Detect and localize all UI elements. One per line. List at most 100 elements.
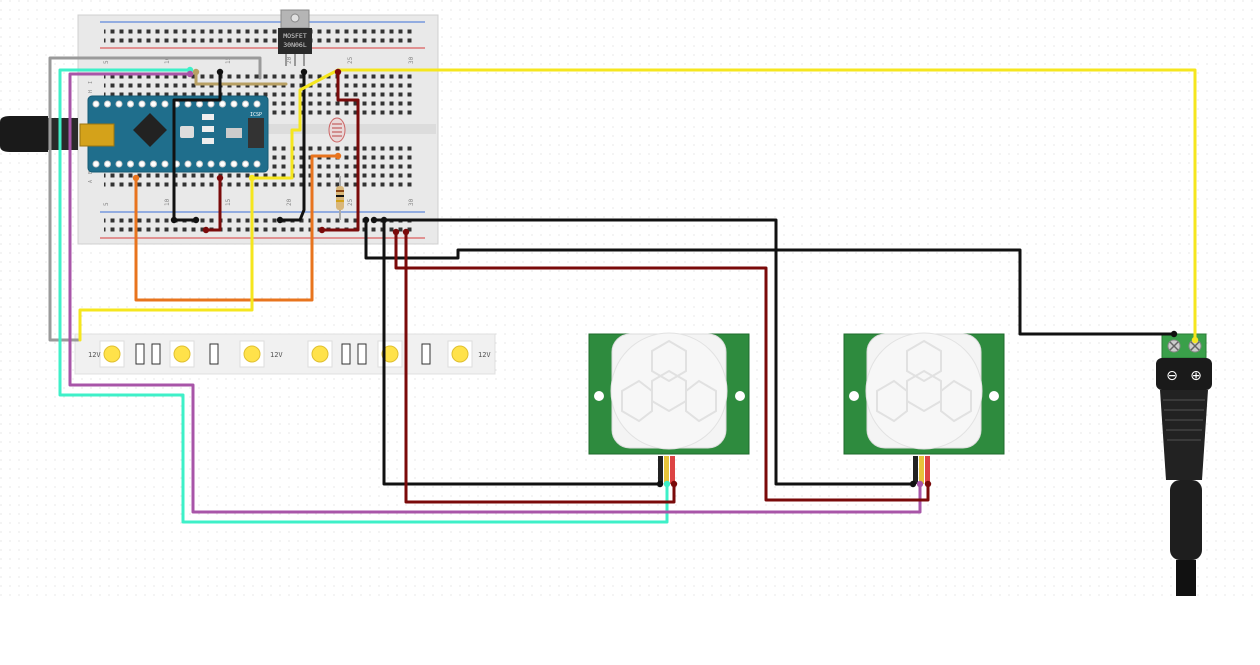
red-wire-photoresistor: [320, 70, 360, 232]
wire-endpoint: [334, 68, 342, 76]
teal-wire: [58, 68, 669, 524]
nano-pin: [115, 160, 123, 168]
led-resistor: [209, 343, 219, 365]
nano-pin: [230, 100, 238, 108]
icsp-label: ICSP: [250, 112, 262, 118]
nano-pin: [127, 160, 134, 168]
led-chip: [173, 345, 191, 363]
breadboard-number: 20: [286, 198, 293, 206]
yellow-wire-power: [250, 68, 1197, 342]
nano-pin: [92, 100, 100, 108]
wire-endpoint: [370, 216, 378, 224]
led-resistor: [357, 343, 367, 365]
dc-power-jack: ⊖ ⊕: [1156, 333, 1212, 596]
resistor: [336, 176, 344, 220]
nano-pin: [219, 100, 226, 108]
nano-pin: [138, 160, 146, 168]
breadboard-number: 5: [103, 60, 110, 64]
photoresistor: [328, 117, 346, 143]
mosfet-label-line2: 30N06L: [283, 41, 307, 49]
wire-endpoint: [318, 226, 326, 234]
nano-pin: [196, 160, 203, 168]
wire-endpoint: [663, 480, 671, 488]
wire-endpoint: [1191, 336, 1199, 344]
reset-button: [180, 126, 194, 138]
wires: [48, 56, 1197, 524]
breadboard-number: 20: [286, 56, 293, 64]
nano-pin: [150, 100, 157, 108]
nano-pin: [207, 160, 215, 168]
nano-pin: [104, 100, 111, 108]
purple-wire: [68, 72, 922, 514]
wire-endpoint: [1170, 330, 1178, 338]
wire-endpoint: [300, 68, 308, 76]
led-strip-label-right: 12V: [478, 351, 491, 359]
tan-wire: [194, 70, 288, 86]
wire-endpoint: [216, 174, 224, 182]
nano-pin: [242, 100, 249, 108]
nano-pin: [242, 160, 249, 168]
nano-pin: [207, 100, 215, 108]
wire-endpoint: [670, 480, 678, 488]
wire-endpoint: [170, 216, 178, 224]
wire-endpoint: [186, 70, 194, 78]
wire-endpoint: [909, 480, 917, 488]
breadboard-number: 10: [164, 56, 171, 64]
wire-endpoint: [132, 174, 140, 182]
breadboard-number: 30: [408, 56, 415, 64]
mosfet: MOSFET 30N06L: [278, 9, 312, 66]
nano-pins-bottom: [92, 160, 261, 168]
wire-endpoint: [916, 480, 924, 488]
breadboard-number: 15: [225, 198, 232, 206]
red-wire-arduino-vin: [204, 176, 222, 232]
breadboard-row-letter: H: [88, 90, 94, 93]
led-chip: [311, 345, 329, 363]
usb-cable: [0, 116, 48, 152]
nano-pin: [184, 160, 192, 168]
wire-endpoint: [362, 216, 370, 224]
mosfet-label-line1: MOSFET: [283, 32, 307, 40]
wire-endpoint: [248, 174, 256, 182]
nano-pin: [184, 100, 192, 108]
nano-pin: [127, 100, 134, 108]
breadboard-row-letter: B: [88, 171, 94, 174]
breadboard-number: 10: [164, 198, 171, 206]
led-resistor: [151, 343, 161, 365]
arduino-nano: ICSP: [0, 95, 269, 173]
breadboard-row-letter: A: [88, 180, 94, 183]
wire-endpoint: [276, 216, 284, 224]
black-wire-gnd-arduino: [172, 70, 222, 222]
yellow-wire-led: [78, 176, 254, 342]
wire-endpoint: [656, 480, 664, 488]
red-wire-pir2-vcc: [394, 230, 930, 502]
led-chip: [451, 345, 469, 363]
wire-endpoint: [202, 226, 210, 234]
led-chips: [99, 340, 473, 368]
breadboard-number: 15: [225, 56, 232, 64]
breadboard-number: 30: [408, 198, 415, 206]
nano-pin: [161, 100, 169, 108]
breadboard-number: 25: [347, 56, 354, 64]
wire-endpoints: [132, 66, 1199, 488]
top-rail-holes: [104, 26, 414, 44]
nano-pin: [138, 100, 146, 108]
power-jack-minus: ⊖: [1166, 368, 1178, 384]
microcontroller-chip: [133, 113, 167, 147]
nano-pin: [219, 160, 226, 168]
nano-pin: [253, 100, 261, 108]
wire-endpoint: [334, 152, 342, 160]
wire-endpoint: [402, 228, 410, 236]
led-resistor: [341, 343, 351, 365]
breadboard-number: 25: [347, 198, 354, 206]
led-chip: [103, 345, 121, 363]
black-wire-pir2-gnd: [372, 218, 915, 486]
nano-pins-top: [92, 100, 261, 108]
icsp-header: [248, 118, 264, 148]
nano-pin: [150, 160, 157, 168]
nano-pin: [115, 100, 123, 108]
breadboard-row-letter: I: [88, 81, 94, 84]
led-chip: [381, 345, 399, 363]
black-wire-mosfet: [278, 70, 306, 222]
